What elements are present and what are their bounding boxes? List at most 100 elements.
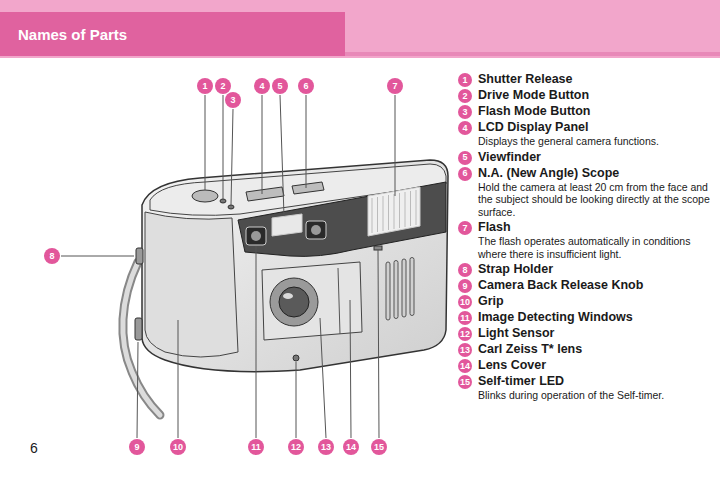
parts-row: 1 Shutter Release <box>458 72 710 87</box>
parts-list: 1Shutter Release2Drive Mode Button3Flash… <box>458 72 710 404</box>
parts-row: 9 Camera Back Release Knob <box>458 278 710 293</box>
callout-text: 14 <box>346 443 356 452</box>
list-number: 6 <box>458 167 472 181</box>
header-bar <box>0 0 720 58</box>
parts-row: 15Self-timer LEDBlinks during operation … <box>458 374 710 403</box>
list-number-text: 1 <box>462 76 467 85</box>
list-number-text: 13 <box>460 346 470 355</box>
callout-text: 6 <box>303 82 308 91</box>
leader-line <box>205 95 206 190</box>
callout-number: 12 <box>288 439 304 455</box>
parts-text: Shutter Release <box>478 72 710 87</box>
callout-text: 7 <box>392 82 397 91</box>
list-number-text: 14 <box>460 362 470 371</box>
leader-line <box>256 246 257 438</box>
callout-text: 10 <box>173 443 183 452</box>
leader-lines <box>61 95 395 438</box>
list-number: 5 <box>458 151 472 165</box>
leader-line <box>306 95 307 188</box>
list-number-text: 11 <box>460 314 470 323</box>
window-lens <box>251 231 261 241</box>
callout-text: 13 <box>321 443 331 452</box>
part-name: Image Detecting Windows <box>478 310 710 325</box>
part-description: Displays the general camera functions. <box>478 135 710 148</box>
callout-number: 6 <box>298 78 314 94</box>
callout-text: 11 <box>251 443 261 452</box>
list-number-text: 15 <box>460 378 470 387</box>
list-number-text: 5 <box>462 153 467 162</box>
lens-cover <box>262 262 362 340</box>
parts-row: 6 N.A. (New Angle) ScopeHold the camera a… <box>458 166 710 220</box>
callout-text: 1 <box>202 82 207 91</box>
list-number-text: 6 <box>462 169 467 178</box>
parts-text: Grip <box>478 294 710 309</box>
header-tab <box>0 12 345 56</box>
callout-number: 2 <box>215 78 231 94</box>
leader-line <box>296 362 297 438</box>
parts-text: LCD Display PanelDisplays the general ca… <box>478 120 710 149</box>
part-name: Self-timer LED <box>478 374 710 389</box>
parts-text: Drive Mode Button <box>478 88 710 103</box>
flash-stripe <box>399 193 400 228</box>
callout-number: 3 <box>225 92 241 108</box>
parts-text: Camera Back Release Knob <box>478 278 710 293</box>
parts-row: 7 FlashThe flash operates automatically i… <box>458 220 710 261</box>
part-name: Viewfinder <box>478 150 710 165</box>
grooves <box>386 258 414 321</box>
list-number: 12 <box>458 327 472 341</box>
header-rule <box>345 52 720 56</box>
parts-text: N.A. (New Angle) ScopeHold the camera at… <box>478 166 710 220</box>
callout-number: 15 <box>371 439 387 455</box>
groove <box>394 261 398 319</box>
list-number-text: 7 <box>462 224 467 233</box>
part-name: Lens Cover <box>478 358 710 373</box>
part-name: Shutter Release <box>478 72 710 87</box>
parts-row: 5 Viewfinder <box>458 150 710 165</box>
self-timer-led <box>374 246 382 250</box>
list-number: 14 <box>458 359 472 373</box>
flash-stripe <box>372 198 373 233</box>
flash-stripe <box>388 195 389 230</box>
leader-line <box>262 95 263 194</box>
lens-glass <box>279 287 309 317</box>
parts-row: 13Carl Zeiss T* lens <box>458 342 710 357</box>
callout-number: 8 <box>44 248 60 264</box>
parts-text: FlashThe flash operates automatically in… <box>478 220 710 261</box>
callout-number: 10 <box>170 439 186 455</box>
part-name: Flash Mode Button <box>478 104 710 119</box>
parts-text: Viewfinder <box>478 150 710 165</box>
list-number-text: 10 <box>460 298 470 307</box>
groove <box>402 259 406 317</box>
parts-row: 14 Lens Cover <box>458 358 710 373</box>
flash-stripe <box>377 197 378 232</box>
list-number: 11 <box>458 311 472 325</box>
leader-line <box>231 109 233 205</box>
leader-line <box>350 300 351 438</box>
parts-text: Strap Holder <box>478 262 710 277</box>
lens <box>270 278 318 326</box>
image-detecting-window <box>246 227 266 245</box>
list-number-text: 8 <box>462 266 467 275</box>
list-number: 4 <box>458 121 472 135</box>
list-number: 9 <box>458 279 472 293</box>
part-name: Flash <box>478 220 710 235</box>
parts-row: 12 Light Sensor <box>458 326 710 341</box>
part-name: Camera Back Release Knob <box>478 278 710 293</box>
parts-text: Image Detecting Windows <box>478 310 710 325</box>
camera-body <box>142 160 448 372</box>
list-number: 3 <box>458 105 472 119</box>
parts-row: 10 Grip <box>458 294 710 309</box>
grip <box>145 212 238 357</box>
part-name: Light Sensor <box>478 326 710 341</box>
callout-text: 3 <box>230 96 235 105</box>
parts-text: Flash Mode Button <box>478 104 710 119</box>
leader-line <box>395 95 396 196</box>
flash-texture <box>372 190 416 233</box>
list-number-text: 4 <box>462 124 467 133</box>
part-name: Drive Mode Button <box>478 88 710 103</box>
part-name: Strap Holder <box>478 262 710 277</box>
part-name: N.A. (New Angle) Scope <box>478 166 710 181</box>
leader-line <box>320 318 326 438</box>
groove <box>386 262 390 320</box>
leader-line <box>280 95 284 216</box>
